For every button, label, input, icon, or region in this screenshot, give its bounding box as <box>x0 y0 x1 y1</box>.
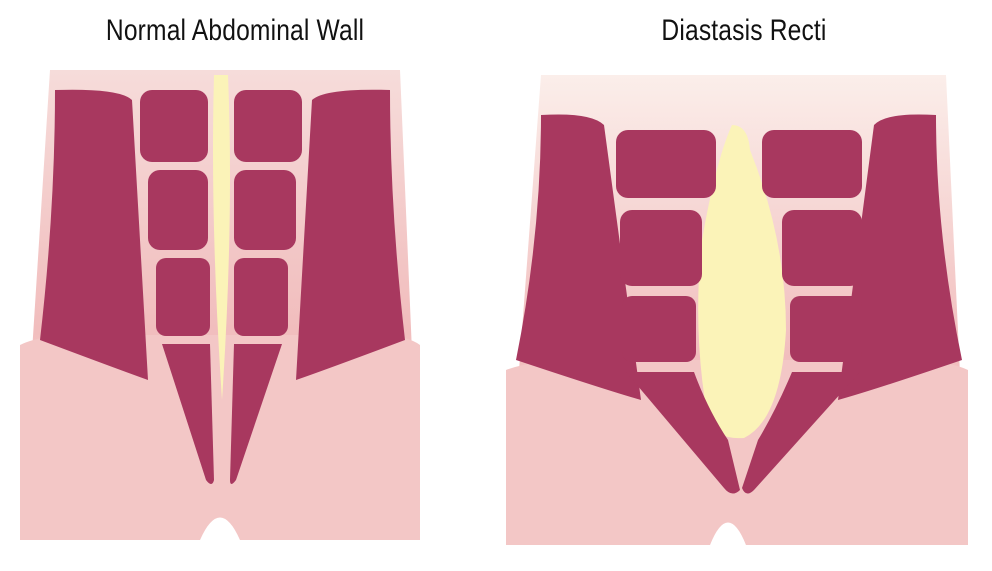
rectus-lower <box>230 344 282 484</box>
diastasis-panel: Diastasis Recti <box>496 0 992 571</box>
normal-title: Normal Abdominal Wall <box>105 14 365 47</box>
rectus-block <box>234 90 302 162</box>
rectus-lower <box>162 344 214 484</box>
oblique-left <box>516 114 641 400</box>
rectus-block <box>622 296 696 362</box>
lower-belly <box>20 333 420 540</box>
linea-alba <box>213 75 230 400</box>
linea-alba <box>698 125 786 439</box>
rectus-block <box>140 90 208 162</box>
rectus-block <box>156 258 210 336</box>
normal-abdomen-illustration <box>20 70 420 540</box>
rectus-block <box>790 296 862 362</box>
oblique-right <box>296 89 405 380</box>
normal-panel: Normal Abdominal Wall <box>0 0 470 571</box>
rectus-block <box>148 170 208 250</box>
oblique-left <box>40 89 148 380</box>
rectus-block <box>234 170 296 250</box>
rectus-lower <box>626 372 740 494</box>
rectus-block <box>782 210 862 286</box>
lower-belly <box>506 358 968 545</box>
diastasis-abdomen-illustration <box>506 75 968 545</box>
rectus-lower <box>742 372 860 494</box>
oblique-right <box>838 114 962 400</box>
diastasis-title: Diastasis Recti <box>661 14 827 47</box>
rectus-block <box>620 210 702 286</box>
rectus-block <box>616 130 716 198</box>
rectus-block <box>234 258 288 336</box>
rectus-block <box>762 130 862 198</box>
